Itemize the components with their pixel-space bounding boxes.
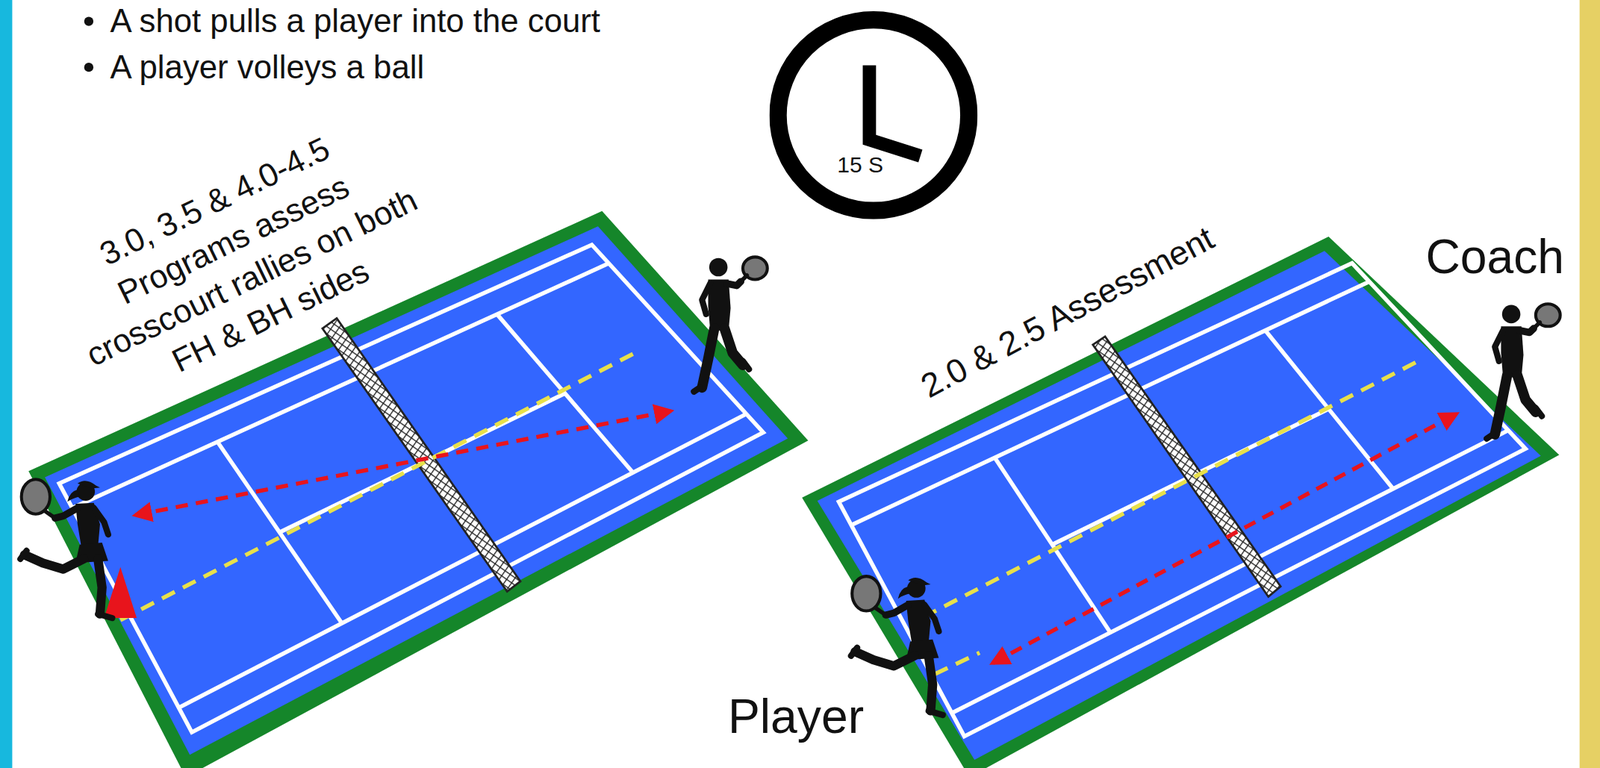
side-stripe [1579, 0, 1600, 768]
shot-path [923, 362, 1417, 618]
role-label-box: Player [727, 688, 864, 746]
clock-hands [869, 64, 920, 157]
court-heading-box: 3.0, 3.5 & 4.0-4.5 Programs assess cross… [35, 100, 451, 419]
role-label: Player [727, 688, 864, 746]
tennis-net [1093, 336, 1281, 597]
rally-arrow [993, 414, 1456, 663]
court-heading: 3.0, 3.5 & 4.0-4.5 Programs assess cross… [35, 100, 451, 419]
player-silhouette [693, 256, 767, 392]
role-label-box: Coach [1425, 228, 1565, 286]
target-cone [103, 567, 137, 619]
court-heading-box: 2.0 & 2.5 Assessment [913, 218, 1221, 407]
player-silhouette [20, 479, 112, 619]
bullet-text: A player volleys a ball [110, 47, 425, 87]
tennis-net [322, 318, 521, 592]
bullet-dot [84, 17, 94, 27]
timer-label: 15 S [836, 152, 884, 179]
player-silhouette [851, 576, 943, 716]
shot-path [120, 350, 641, 621]
coach-silhouette [1486, 303, 1560, 439]
bullet-text: A shot pulls a player into the court [110, 1, 601, 41]
clock-ring [769, 11, 978, 220]
timer-circle: 15 S [769, 11, 978, 220]
clock-outline [777, 20, 970, 212]
tennis-court [801, 236, 1559, 768]
shot-path [934, 653, 980, 675]
rally-arrow [135, 411, 671, 516]
bullet-text-box: A player volleys a ball [110, 47, 425, 87]
bullet-text-box: A shot pulls a player into the court [110, 1, 601, 41]
role-label: Coach [1425, 228, 1565, 286]
court-heading: 2.0 & 2.5 Assessment [913, 218, 1221, 407]
side-stripe [0, 0, 12, 768]
bullet-dot [84, 62, 94, 72]
